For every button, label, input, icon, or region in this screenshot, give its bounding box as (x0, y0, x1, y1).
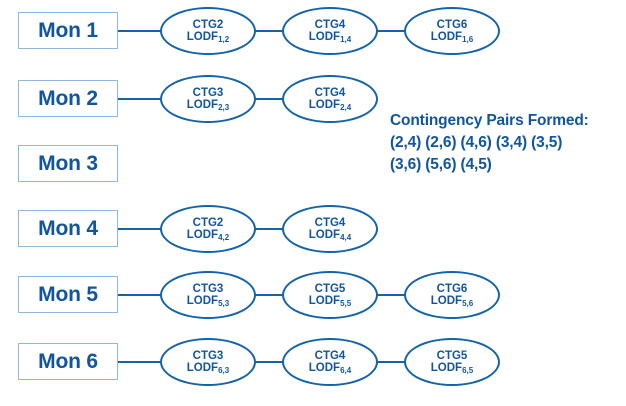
connector-line (374, 294, 408, 296)
node-ctg-label: CTG4 (314, 18, 346, 31)
node-lodf-subscript: 5,5 (340, 299, 352, 308)
node-lodf-label: LODF6,4 (308, 362, 352, 375)
node-ctg-label: CTG5 (314, 282, 346, 295)
connector-line (118, 98, 164, 100)
node-lodf-subscript: 4,2 (218, 233, 230, 242)
connector-line (374, 30, 408, 32)
node-lodf-subscript: 5,6 (462, 299, 474, 308)
node-ctg-label: CTG3 (192, 349, 224, 362)
monitor-box[interactable]: Mon 1 (18, 12, 118, 49)
node-lodf-text: LODF (186, 362, 219, 374)
connector-line (252, 30, 286, 32)
connector-line (118, 361, 164, 363)
node-lodf-text: LODF (430, 31, 463, 43)
node-ctg-label: CTG3 (192, 282, 224, 295)
monitor-box[interactable]: Mon 6 (18, 343, 118, 380)
node-lodf-subscript: 1,4 (340, 35, 352, 44)
connector-line (118, 228, 164, 230)
node-lodf-label: LODF1,4 (308, 31, 352, 44)
node-lodf-label: LODF2,4 (308, 99, 352, 112)
node-ctg-label: CTG2 (192, 18, 224, 31)
node-lodf-text: LODF (308, 229, 341, 241)
connector-line (118, 294, 164, 296)
node-lodf-subscript: 5,3 (218, 299, 230, 308)
monitor-box[interactable]: Mon 2 (18, 80, 118, 117)
connector-line (252, 294, 286, 296)
contingency-pairs-title: Contingency Pairs Formed: (390, 112, 589, 129)
connector-line (252, 228, 286, 230)
node-lodf-subscript: 6,4 (340, 366, 352, 375)
contingency-pairs-line: (3,6) (5,6) (4,5) (390, 156, 492, 173)
monitor-box[interactable]: Mon 3 (18, 145, 118, 182)
node-lodf-text: LODF (186, 31, 219, 43)
node-lodf-subscript: 1,6 (462, 35, 474, 44)
node-ctg-label: CTG5 (436, 349, 468, 362)
connector-line (252, 361, 286, 363)
node-ctg-label: CTG6 (436, 18, 468, 31)
contingency-pairs-panel: Contingency Pairs Formed: (2,4) (2,6) (4… (390, 110, 626, 176)
node-lodf-label: LODF4,2 (186, 229, 230, 242)
node-ctg-label: CTG6 (436, 282, 468, 295)
node-lodf-text: LODF (186, 229, 219, 241)
node-lodf-label: LODF6,5 (430, 362, 474, 375)
node-lodf-label: LODF4,4 (308, 229, 352, 242)
node-lodf-text: LODF (308, 99, 341, 111)
node-lodf-subscript: 1,2 (218, 35, 230, 44)
node-ctg-label: CTG4 (314, 216, 346, 229)
node-lodf-label: LODF2,3 (186, 99, 230, 112)
node-lodf-label: LODF5,5 (308, 295, 352, 308)
node-lodf-label: LODF5,3 (186, 295, 230, 308)
node-lodf-label: LODF1,6 (430, 31, 474, 44)
monitor-box[interactable]: Mon 4 (18, 210, 118, 247)
connector-line (118, 30, 164, 32)
node-ctg-label: CTG2 (192, 216, 224, 229)
node-lodf-text: LODF (186, 99, 219, 111)
node-lodf-subscript: 2,3 (218, 103, 230, 112)
node-lodf-text: LODF (308, 295, 341, 307)
node-lodf-text: LODF (308, 362, 341, 374)
node-lodf-subscript: 6,5 (462, 366, 474, 375)
node-lodf-label: LODF1,2 (186, 31, 230, 44)
node-ctg-label: CTG3 (192, 86, 224, 99)
node-lodf-label: LODF5,6 (430, 295, 474, 308)
connector-line (374, 361, 408, 363)
contingency-pairs-line: (2,4) (2,6) (4,6) (3,4) (3,5) (390, 134, 563, 151)
node-ctg-label: CTG4 (314, 349, 346, 362)
node-lodf-subscript: 2,4 (340, 103, 352, 112)
node-lodf-text: LODF (430, 362, 463, 374)
node-lodf-label: LODF6,3 (186, 362, 230, 375)
node-lodf-subscript: 4,4 (340, 233, 352, 242)
node-lodf-text: LODF (186, 295, 219, 307)
node-lodf-text: LODF (430, 295, 463, 307)
node-ctg-label: CTG4 (314, 86, 346, 99)
connector-line (252, 98, 286, 100)
node-lodf-text: LODF (308, 31, 341, 43)
monitor-box[interactable]: Mon 5 (18, 276, 118, 313)
node-lodf-subscript: 6,3 (218, 366, 230, 375)
